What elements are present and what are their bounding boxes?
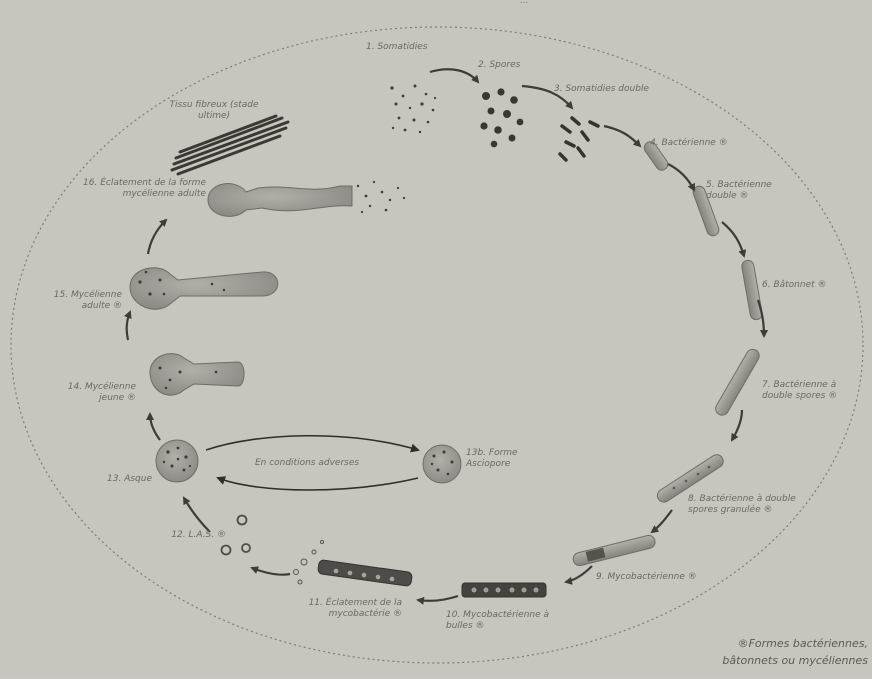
label-bacterienne: 4. Bactérienne ® bbox=[650, 138, 760, 149]
label-asciopore: 13b. Forme Asciopore bbox=[466, 448, 556, 470]
label-eclatement-mycobacterie: 11. Éclatement de la mycobactérie ® bbox=[262, 598, 402, 620]
label-granular: 8. Bactérienne à double spores granulée … bbox=[688, 494, 798, 516]
label-adverse-conditions: En conditions adverses bbox=[232, 458, 382, 469]
label-bacterienne-double: 5. Bactérienne double ® bbox=[706, 180, 796, 202]
asciopore-cell bbox=[423, 445, 461, 483]
label-a-bulles: 10. Mycobactérienne à bulles ® bbox=[446, 610, 576, 632]
label-las: 12. L.A.S. ® bbox=[140, 530, 226, 541]
mycobacterial-rod-10 bbox=[462, 583, 546, 597]
label-asque: 13. Asque bbox=[80, 474, 152, 485]
label-batonnet: 6. Bâtonnet ® bbox=[762, 280, 852, 291]
asque-cell bbox=[156, 440, 198, 482]
label-double-somatidies: 3. Somatidies double bbox=[554, 84, 674, 95]
label-fibrous-tissue: Tissu fibreux (stade ultime) bbox=[164, 100, 264, 122]
label-double-spores: 7. Bactérienne à double spores ® bbox=[762, 380, 852, 402]
top-cropped-text: ... bbox=[520, 0, 529, 6]
label-somatidies: 1. Somatidies bbox=[366, 42, 476, 53]
label-mycobacterienne: 9. Mycobactérienne ® bbox=[596, 572, 726, 583]
footnote-line-2: bâtonnets ou mycéliennes bbox=[648, 653, 868, 668]
label-spores: 2. Spores bbox=[478, 60, 548, 71]
label-eclatement-adulte: 16. Éclatement de la forme mycélienne ad… bbox=[70, 178, 206, 200]
footnote-line-1: ®Formes bactériennes, bbox=[678, 636, 868, 651]
label-mycelienne-jeune: 14. Mycélienne jeune ® bbox=[44, 382, 136, 404]
label-mycelienne-adulte: 15. Mycélienne adulte ® bbox=[26, 290, 122, 312]
